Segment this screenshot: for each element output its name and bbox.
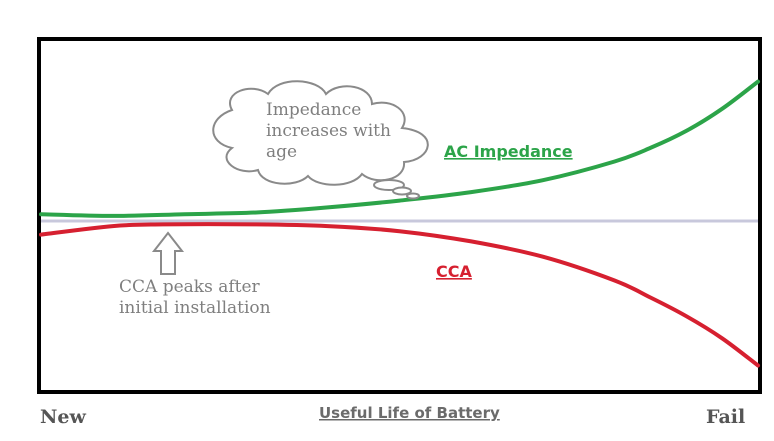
series-line-cca bbox=[39, 222, 760, 368]
impedance-note-line: age bbox=[266, 142, 297, 162]
cca-note-line: CCA peaks after bbox=[119, 277, 261, 297]
cca-note: CCA peaks after initial installation bbox=[119, 277, 271, 318]
impedance-note: Impedance increases with age bbox=[266, 100, 396, 162]
x-axis-title: Useful Life of Battery bbox=[319, 404, 500, 422]
thought-cloud bbox=[212, 80, 429, 200]
series-label-ac-impedance: AC Impedance bbox=[444, 142, 573, 161]
cca-peak-arrow bbox=[151, 231, 185, 275]
impedance-note-line: Impedance bbox=[266, 100, 361, 120]
series-label-cca: CCA bbox=[436, 262, 472, 281]
impedance-note-line: increases with bbox=[266, 121, 391, 141]
x-axis-start-label: New bbox=[40, 406, 86, 428]
series-line-ac-impedance bbox=[39, 79, 760, 218]
cca-note-line: initial installation bbox=[119, 298, 271, 318]
x-axis-end-label: Fail bbox=[706, 406, 745, 428]
